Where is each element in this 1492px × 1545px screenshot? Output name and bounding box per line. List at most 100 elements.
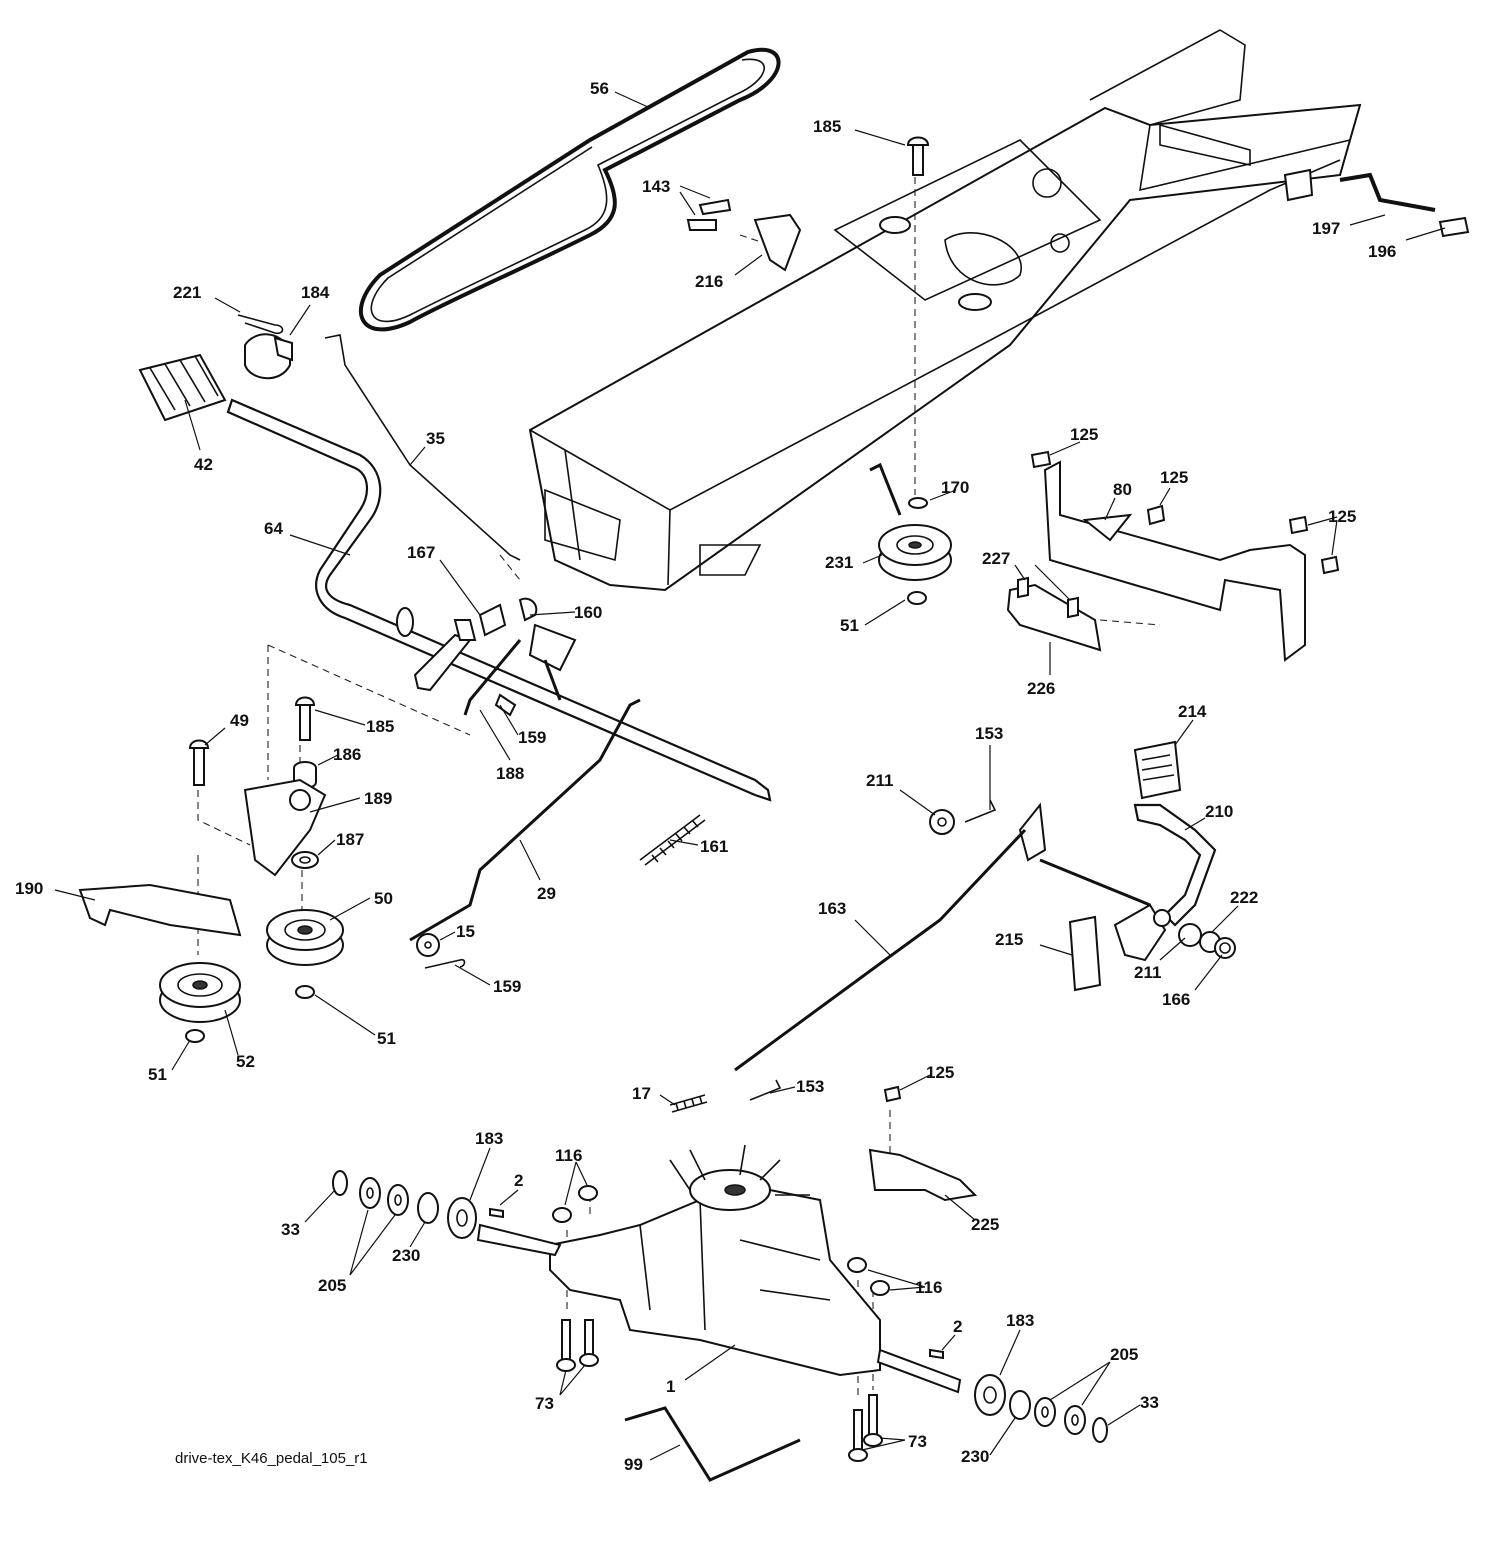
callout-33: 33	[281, 1220, 300, 1239]
tractor-frame	[528, 29, 1362, 592]
arm-170	[869, 462, 928, 516]
callout-190: 190	[15, 879, 44, 898]
leader-lines	[54, 91, 1446, 1461]
shaft-64	[226, 398, 772, 802]
plate-189	[243, 778, 327, 877]
rod-35	[324, 334, 521, 561]
callout-187: 187	[336, 830, 365, 849]
callout-167: 167	[407, 543, 436, 562]
callout-196: 196	[1368, 242, 1397, 261]
key-2-right	[929, 1348, 944, 1360]
callout-35: 35	[426, 429, 445, 448]
callout-15: 15	[456, 922, 475, 941]
pedal-pad-214	[1133, 740, 1182, 800]
knob-42	[138, 353, 227, 422]
callout-210: 210	[1205, 802, 1234, 821]
drawing-reference: drive-tex_K46_pedal_105_r1	[175, 1450, 368, 1467]
bolt-185-left	[294, 696, 316, 741]
nuts-116-right	[847, 1257, 890, 1296]
callout-52: 52	[236, 1052, 255, 1071]
callout-2: 2	[953, 1317, 963, 1336]
spring-161	[639, 814, 706, 866]
callout-153: 153	[975, 724, 1004, 743]
callout-231: 231	[825, 553, 854, 572]
transaxle-1	[476, 1144, 962, 1394]
callout-159: 159	[518, 728, 547, 747]
arm-188	[463, 623, 577, 717]
callout-116: 116	[555, 1146, 583, 1165]
pulley-52	[159, 962, 241, 1023]
rod-197	[1339, 172, 1470, 238]
washer-230-left	[417, 1192, 439, 1224]
clip-153-top	[964, 799, 997, 823]
bracket-190	[78, 883, 242, 937]
callout-215: 215	[995, 930, 1024, 949]
spring-17	[669, 1094, 708, 1113]
callout-163: 163	[818, 899, 847, 918]
plate-225	[868, 1148, 978, 1202]
callout-116: 116	[915, 1278, 943, 1297]
callout-51: 51	[148, 1065, 167, 1084]
callout-73: 73	[535, 1394, 554, 1413]
nut-51-b	[185, 1029, 205, 1043]
callout-125: 125	[926, 1063, 955, 1082]
washer-33-right	[1092, 1417, 1108, 1443]
callout-160: 160	[574, 603, 603, 622]
callout-159: 159	[493, 977, 522, 996]
linkage-167	[478, 597, 538, 637]
callout-189: 189	[364, 789, 393, 808]
callout-211: 211	[1134, 963, 1162, 982]
callout-205: 205	[318, 1276, 347, 1295]
cover-215	[1068, 915, 1102, 992]
bracket-80	[1043, 460, 1306, 662]
callout-216: 216	[695, 272, 724, 291]
key-2-left	[489, 1207, 504, 1219]
washer-15	[416, 933, 466, 969]
callout-184: 184	[301, 283, 330, 302]
callout-29: 29	[537, 884, 556, 903]
callout-186: 186	[333, 745, 362, 764]
callout-214: 214	[1178, 702, 1207, 721]
pedal-shaft	[1018, 802, 1151, 907]
washer-33-left	[332, 1170, 348, 1196]
callout-211: 211	[866, 771, 894, 790]
callout-2: 2	[514, 1171, 524, 1190]
callout-125: 125	[1160, 468, 1189, 487]
callout-125: 125	[1070, 425, 1099, 444]
rod-29	[409, 698, 641, 942]
drive-belt	[359, 48, 781, 332]
callout-197: 197	[1312, 219, 1341, 238]
bracket-216	[686, 198, 802, 272]
callout-51: 51	[377, 1029, 396, 1048]
callout-64: 64	[264, 519, 283, 538]
rod-163	[734, 828, 1027, 1072]
cap-184	[244, 333, 293, 380]
bushing-183-left	[447, 1197, 477, 1239]
callout-227: 227	[982, 549, 1011, 568]
callout-185: 185	[813, 117, 842, 136]
callout-42: 42	[194, 455, 213, 474]
bolts-73-left	[556, 1319, 599, 1372]
callout-56: 56	[590, 79, 609, 98]
callout-188: 188	[496, 764, 525, 783]
callout-153: 153	[796, 1077, 825, 1096]
bolts-125	[1030, 450, 1340, 575]
ring-166	[1214, 937, 1236, 959]
bushing-183-right	[974, 1374, 1006, 1416]
callout-50: 50	[374, 889, 393, 908]
rod-99	[624, 1406, 801, 1482]
pin-221	[237, 314, 284, 335]
callout-221: 221	[173, 283, 202, 302]
callout-51: 51	[840, 616, 859, 635]
callout-183: 183	[1006, 1311, 1035, 1330]
washer-205-left-b	[387, 1184, 409, 1216]
callout-183: 183	[475, 1129, 504, 1148]
callout-125: 125	[1328, 507, 1357, 526]
callout-80: 80	[1113, 480, 1132, 499]
callout-73: 73	[908, 1432, 927, 1451]
pulley-50	[266, 909, 344, 966]
washer-205-right-b	[1064, 1405, 1086, 1435]
callout-33: 33	[1140, 1393, 1159, 1412]
bolt-125-bottom	[883, 1085, 902, 1103]
